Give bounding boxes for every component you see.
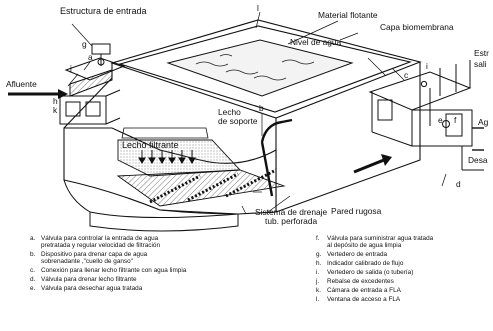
- legend-item: b.Dispositivo para drenar capa de agua s…: [30, 250, 148, 265]
- legend-item: g.Vertedero de entrada: [316, 250, 388, 258]
- legend-left: a.Válvula para controlar la entrada de a…: [30, 235, 246, 295]
- filter-bed: [117, 127, 241, 177]
- gooseneck-pipe: [260, 118, 293, 197]
- label-j: j: [70, 63, 72, 73]
- legend-right: f.Válvula para suministrar agua tratada …: [316, 235, 492, 306]
- label-support-bed: Lecho de soporte: [218, 107, 258, 126]
- legend-item: i.Vertedero de salida (o tubería): [316, 268, 414, 276]
- legend-item: j.Rebalse de excedentes: [316, 277, 394, 285]
- label-water-partial: Ag: [478, 117, 489, 127]
- legend-item: h.Indicador calibrado de flujo: [316, 259, 404, 267]
- label-f: f: [454, 115, 457, 125]
- label-e: e: [438, 115, 443, 125]
- label-outlet-structure-1: Estr: [474, 48, 489, 58]
- label-outlet-structure-2: sali: [474, 59, 487, 69]
- label-l-window: l: [257, 3, 259, 13]
- legend-item: d.Válvula para drenar lecho filtrante: [30, 275, 137, 283]
- water-surface: [166, 39, 354, 97]
- legend-item: c.Conexión para llenar lecho filtrante c…: [30, 266, 187, 274]
- support-bed: [116, 168, 286, 207]
- outlet-structure: [368, 60, 484, 171]
- legend-item: k.Cámara de entrada a FLA: [316, 286, 401, 294]
- label-rough-wall: Pared rugosa: [331, 206, 382, 216]
- label-d: d: [456, 179, 461, 189]
- label-h: h: [53, 96, 58, 106]
- label-inlet-structure: Estructura de entrada: [60, 6, 147, 16]
- label-filter-bed: Lecho filtrante: [122, 140, 179, 150]
- label-floating-material: Material flotante: [318, 10, 378, 20]
- label-i: i: [426, 61, 428, 71]
- leader-lines: [67, 11, 447, 215]
- label-b: b: [259, 103, 264, 113]
- outflow-arrow-icon: [353, 154, 392, 174]
- label-a: a: [88, 52, 93, 62]
- inflow-arrow-icon: [8, 89, 68, 99]
- downflow-arrows-icon: [138, 150, 196, 164]
- legend-item: l.Ventana de acceso a FLA: [316, 295, 401, 303]
- label-biofilm-layer: Capa biomembrana: [380, 22, 454, 32]
- legend-item: e.Válvula para desechar agua tratada: [30, 284, 143, 292]
- label-c: c: [404, 70, 409, 80]
- inlet-structure: [59, 43, 126, 125]
- label-drainage-system: Sistema de drenaje tub. perforada: [255, 207, 328, 226]
- label-water-level: Nivel de agua: [290, 37, 342, 47]
- legend-item: a.Válvula para controlar la entrada de a…: [30, 235, 161, 249]
- label-inflow: Afluente: [6, 79, 37, 89]
- label-g: g: [82, 39, 87, 49]
- legend-item: f.Válvula para suministrar agua tratada …: [316, 235, 434, 249]
- label-k: k: [53, 105, 58, 115]
- label-drain-partial: Desa: [468, 155, 488, 165]
